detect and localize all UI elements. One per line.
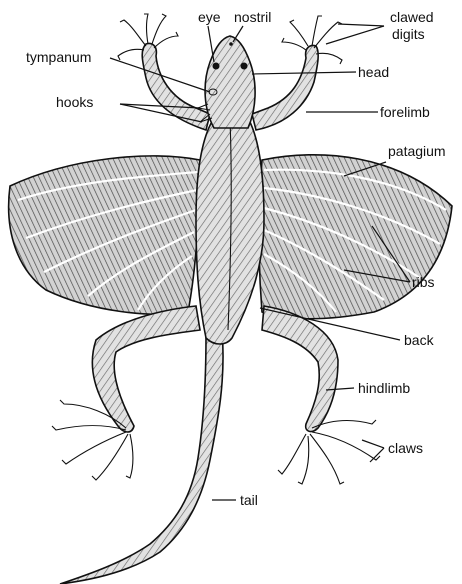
label-ribs: ribs bbox=[412, 274, 435, 290]
label-hooks: hooks bbox=[56, 94, 93, 110]
label-hindlimb: hindlimb bbox=[358, 380, 410, 396]
label-claws: claws bbox=[388, 440, 423, 456]
label-back: back bbox=[404, 332, 435, 348]
label-tympanum: tympanum bbox=[26, 49, 91, 65]
label-nostril: nostril bbox=[234, 9, 271, 25]
label-eye: eye bbox=[198, 9, 221, 25]
label-head: head bbox=[358, 64, 389, 80]
label-forelimb: forelimb bbox=[380, 104, 430, 120]
left-hindlimb bbox=[92, 306, 200, 432]
label-tail: tail bbox=[240, 492, 258, 508]
eye-right bbox=[241, 63, 248, 70]
eye bbox=[213, 63, 220, 70]
left-patagium bbox=[9, 156, 200, 314]
right-hindlimb bbox=[262, 306, 338, 431]
label-patagium: patagium bbox=[388, 143, 446, 159]
left-forelimb bbox=[142, 44, 210, 131]
right-hindfoot bbox=[278, 420, 380, 484]
label-digits: digits bbox=[392, 26, 425, 42]
label-clawed: clawed bbox=[390, 9, 434, 25]
nostril bbox=[229, 42, 233, 46]
tail bbox=[60, 330, 223, 584]
body-trunk bbox=[196, 118, 264, 344]
right-patagium bbox=[259, 155, 452, 319]
right-forelimb bbox=[252, 46, 318, 131]
